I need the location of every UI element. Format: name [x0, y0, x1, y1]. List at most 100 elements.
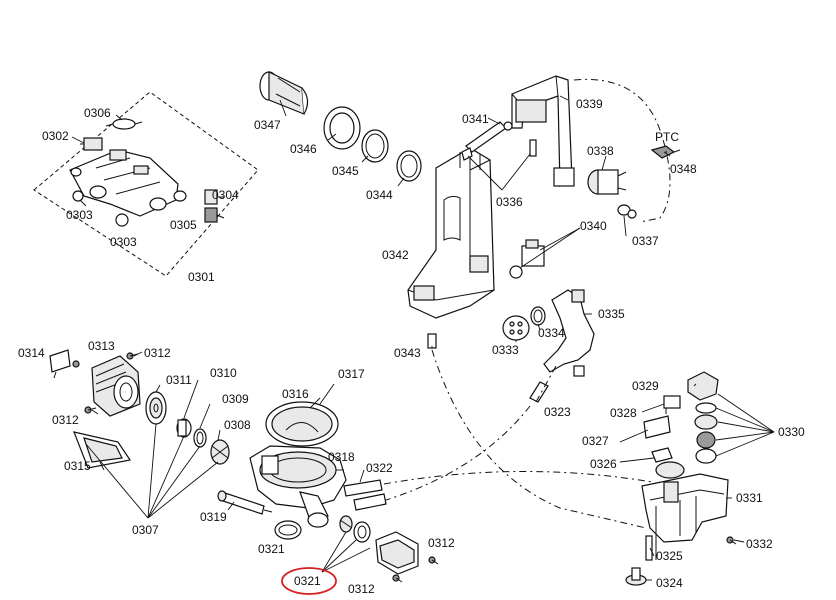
part-0312-screw-right — [428, 556, 439, 565]
part-0321-seal-left — [274, 520, 302, 540]
part-0343-pipe — [427, 333, 437, 349]
label-0316: 0316 — [282, 387, 309, 401]
part-screw-0314 — [72, 360, 80, 368]
label-0305: 0305 — [170, 218, 197, 232]
part-0332-screw — [726, 536, 737, 545]
part-0335-t-fitting — [543, 289, 595, 377]
part-0313-pump-motor — [91, 355, 141, 417]
label-0332: 0332 — [746, 537, 773, 551]
label-0310: 0310 — [210, 366, 237, 380]
label-0303-b: 0303 — [110, 235, 137, 249]
part-0312-screw-left — [84, 406, 97, 414]
part-0311-impeller — [145, 391, 167, 425]
label-0343: 0343 — [394, 346, 421, 360]
part-0342-inlet-housing — [407, 147, 495, 319]
part-0334-oring — [530, 306, 546, 326]
part-0316-cover — [265, 401, 339, 447]
part-0319-element — [217, 490, 273, 515]
route-0323-0335 — [535, 365, 557, 403]
part-0348-ptc — [650, 145, 681, 159]
label-0304: 0304 — [212, 188, 239, 202]
part-0322-hose — [343, 479, 387, 511]
part-0338-valve — [587, 169, 627, 195]
label-0348: 0348 — [670, 162, 697, 176]
label-0347: 0347 — [254, 118, 281, 132]
label-0314: 0314 — [18, 346, 45, 360]
label-0323: 0323 — [544, 405, 571, 419]
label-0338: 0338 — [587, 144, 614, 158]
label-0318: 0318 — [328, 450, 355, 464]
label-0308: 0308 — [224, 418, 251, 432]
route-0343-0331 — [431, 349, 647, 529]
part-0306-thermostat — [105, 118, 143, 130]
part-0309-oring — [193, 428, 207, 448]
label-0313: 0313 — [88, 339, 115, 353]
route-0339-0348 — [573, 78, 671, 223]
label-0319: 0319 — [200, 510, 227, 524]
part-0305-switch — [204, 207, 225, 223]
label-0321-highlighted: 0321 — [294, 574, 321, 588]
label-0325: 0325 — [656, 549, 683, 563]
label-0303-a: 0303 — [66, 208, 93, 222]
part-0347-inlet-filter — [259, 71, 309, 115]
assembly-0301 — [33, 91, 259, 277]
highlight-ring-0321 — [281, 567, 337, 595]
part-0345-seal — [361, 129, 389, 163]
part-0318-sump — [249, 445, 347, 528]
label-0340: 0340 — [580, 219, 607, 233]
label-0333: 0333 — [492, 343, 519, 357]
part-0310-bushing — [176, 418, 192, 438]
route-0322-0331 — [383, 470, 653, 485]
part-0312-screw-bottom — [392, 574, 403, 583]
label-0344: 0344 — [366, 188, 393, 202]
label-0321-a: 0321 — [258, 542, 285, 556]
part-0325-rod — [645, 506, 657, 561]
label-0346: 0346 — [290, 142, 317, 156]
part-0302-switch — [80, 137, 103, 151]
part-0341-hose — [465, 121, 507, 153]
label-0341: 0341 — [462, 112, 489, 126]
part-0340-connector — [509, 239, 545, 279]
part-0329-cap — [687, 371, 719, 401]
label-0335: 0335 — [598, 307, 625, 321]
part-0327-bracket — [643, 415, 671, 439]
part-0303-oring-a — [72, 190, 84, 202]
label-0324: 0324 — [656, 576, 683, 590]
label-0330: 0330 — [778, 425, 805, 439]
part-0314-bracket — [49, 349, 71, 379]
part-0321-impeller-small — [339, 515, 353, 533]
part-0337-clip — [617, 204, 637, 219]
label-0339: 0339 — [576, 97, 603, 111]
part-0330-stack — [694, 402, 718, 464]
label-0336: 0336 — [496, 195, 523, 209]
label-0337: 0337 — [632, 234, 659, 248]
label-0312-d: 0312 — [348, 582, 375, 596]
label-0309: 0309 — [222, 392, 249, 406]
label-0342: 0342 — [382, 248, 409, 262]
label-0328: 0328 — [610, 406, 637, 420]
part-0304-sensor — [204, 189, 224, 205]
part-0326-float — [651, 447, 685, 479]
label-0302: 0302 — [42, 129, 69, 143]
label-0317: 0317 — [338, 367, 365, 381]
label-0311: 0311 — [166, 373, 192, 387]
part-0303-oring-b — [115, 213, 129, 227]
route-0323-0322 — [385, 405, 531, 501]
heater-housing — [69, 149, 187, 217]
label-0334: 0334 — [538, 326, 565, 340]
part-0336-nozzles — [461, 139, 537, 161]
label-0345: 0345 — [332, 164, 359, 178]
part-0312-screw-top — [126, 352, 139, 360]
part-0339-air-break — [503, 75, 575, 187]
label-0306: 0306 — [84, 106, 111, 120]
part-0328-clip — [663, 395, 681, 414]
part-0323-connector — [529, 381, 549, 403]
label-ptc: PTC — [655, 130, 679, 144]
part-0315-gasket — [73, 431, 132, 469]
part-0324-foot — [625, 567, 647, 586]
label-0326: 0326 — [590, 457, 617, 471]
part-0346-ring — [323, 106, 361, 150]
part-labels: 0306 0302 0303 0304 0305 0303 0301 0347 … — [18, 97, 805, 596]
leader-lines — [85, 95, 775, 581]
